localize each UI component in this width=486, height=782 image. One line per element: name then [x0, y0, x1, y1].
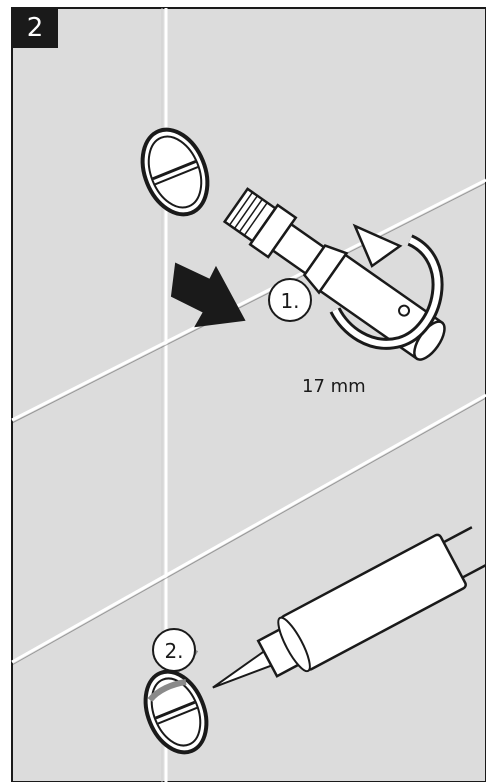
step-one-label: 1. — [280, 289, 299, 313]
wrench-size-label: 17 mm — [302, 376, 366, 397]
rotation-arrow-icon — [329, 223, 444, 350]
sealant-bead — [147, 679, 187, 702]
grout-line-lower — [11, 393, 486, 664]
panel-frame — [11, 7, 486, 782]
grout-line-upper — [11, 178, 486, 422]
insert-arrow-icon — [170, 262, 246, 328]
step-one-circle — [268, 278, 312, 322]
step-number-badge: 2 — [12, 8, 58, 48]
lower-fitting-cap-icon — [143, 669, 209, 755]
step-two-label: 2. — [164, 639, 183, 663]
silicone-gun-icon — [170, 526, 486, 689]
upper-fitting-cap-icon — [140, 127, 210, 217]
